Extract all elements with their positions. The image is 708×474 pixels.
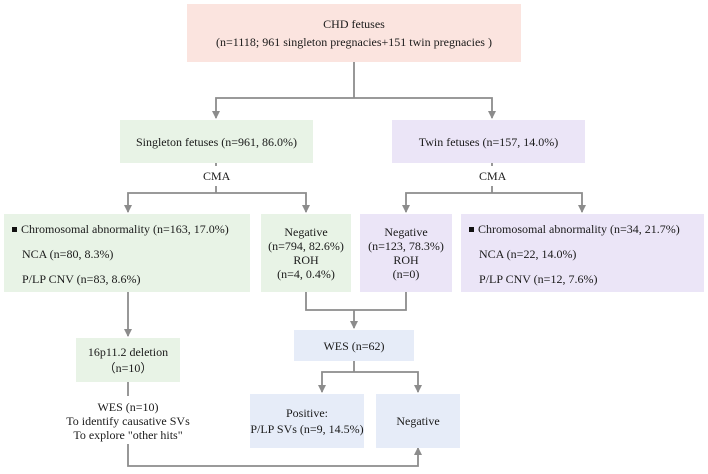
deletion-line1: 16p11.2 deletion [87, 345, 169, 359]
twin-cma-label: CMA [479, 169, 507, 183]
singleton-negative-line1: Negative [284, 225, 328, 239]
twin-to-abnormal-arrow [492, 192, 586, 213]
twin-negative-box: Negative (n=123, 78.3%) ROH (n=0) [360, 214, 452, 292]
twin-negative-line2: (n=123, 78.3%) [368, 239, 444, 253]
twin-negative-line1: Negative [384, 225, 428, 239]
wes-to-negative-arrow [354, 371, 422, 393]
singleton-plp: P/LP CNV (n=83, 8.6%) [22, 272, 141, 286]
twin-negative-line3: ROH [393, 253, 419, 267]
deletion-line2: （n=10） [103, 361, 153, 375]
twin-to-negative-arrow [402, 192, 492, 213]
singleton-negative-line4: (n=4, 0.4%) [277, 267, 335, 281]
singleton-cma-label: CMA [203, 169, 231, 183]
twin-negative-to-wes-line [354, 292, 407, 311]
wes-box: WES (n=62) [294, 330, 414, 361]
singleton-abnormal-box: Chromosomal abnormality (n=163, 17.0%) N… [4, 214, 250, 292]
wes-sub-line1: WES (n=10) [97, 400, 159, 414]
root-to-singleton-arrow [212, 97, 354, 119]
twin-nca: NCA (n=22, 14.0%) [479, 247, 577, 261]
twin-box: Twin fetuses (n=157, 14.0%) [392, 120, 585, 163]
positive-box: Positive: P/LP SVs (n=9, 14.5%) [250, 394, 364, 448]
bullet-icon [469, 226, 474, 232]
singleton-nca: NCA (n=80, 8.3%) [22, 247, 114, 261]
deletion-box: 16p11.2 deletion （n=10） [76, 338, 180, 382]
singleton-negative-box: Negative (n=794, 82.6%) ROH (n=4, 0.4%) [261, 214, 351, 292]
twin-label: Twin fetuses (n=157, 14.0%) [418, 134, 559, 149]
bullet-icon [12, 226, 17, 232]
wes-to-positive-arrow [318, 371, 354, 393]
positive-line1: Positive: [285, 406, 328, 420]
root-to-twin-arrow [354, 97, 496, 119]
singleton-negative-line3: ROH [293, 253, 319, 267]
twin-abnormal-box: Chromosomal abnormality (n=34, 21.7%) NC… [461, 214, 704, 292]
singleton-to-negative-arrow [216, 192, 310, 213]
negative-final-box: Negative [376, 394, 460, 448]
return-to-negative-arrow [127, 444, 422, 467]
singleton-abnormal-title: Chromosomal abnormality (n=163, 17.0%) [12, 221, 250, 237]
singleton-negative-to-wes-line [305, 292, 354, 311]
root-box: CHD fetuses (n=1118; 961 singleton pregn… [187, 4, 521, 62]
wes-label: WES (n=62) [323, 338, 385, 353]
negative-final-label: Negative [396, 414, 440, 428]
wes-sub-line3: To explore "other hits" [73, 428, 183, 442]
wes-sub-text: WES (n=10) To identify causative SVs To … [42, 398, 214, 444]
root-title: CHD fetuses [323, 17, 385, 31]
twin-negative-line4: (n=0) [392, 267, 420, 281]
wes-sub-line2: To identify causative SVs [66, 414, 190, 428]
singleton-label: Singleton fetuses (n=961, 86.0%) [135, 134, 298, 149]
singleton-negative-line2: (n=794, 82.6%) [268, 239, 344, 253]
root-subtitle: (n=1118; 961 singleton pregnacies+151 tw… [216, 35, 492, 49]
twin-plp: P/LP CNV (n=12, 7.6%) [479, 272, 598, 286]
twin-abnormal-title: Chromosomal abnormality (n=34, 21.7%) [469, 221, 704, 237]
singleton-box: Singleton fetuses (n=961, 86.0%) [120, 120, 313, 163]
singleton-to-abnormal-arrow [124, 192, 216, 213]
positive-line2: P/LP SVs (n=9, 14.5%) [250, 422, 364, 436]
